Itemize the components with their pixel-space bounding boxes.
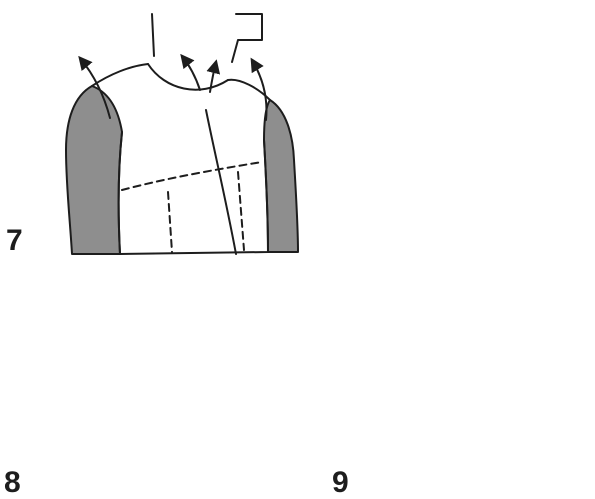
left-sleeve-shaded [66, 86, 122, 254]
figure-7 [66, 14, 298, 254]
neckline [148, 64, 228, 90]
figure-label-8: 8 [4, 468, 21, 498]
neck-outline [152, 14, 262, 62]
arrow-up-center [182, 56, 200, 90]
dashed-bust-line [122, 162, 262, 190]
right-sleeve-shaded [264, 100, 298, 252]
figure-label-7: 7 [6, 226, 23, 256]
center-front-line [206, 110, 236, 254]
figure-label-9: 9 [332, 468, 349, 498]
